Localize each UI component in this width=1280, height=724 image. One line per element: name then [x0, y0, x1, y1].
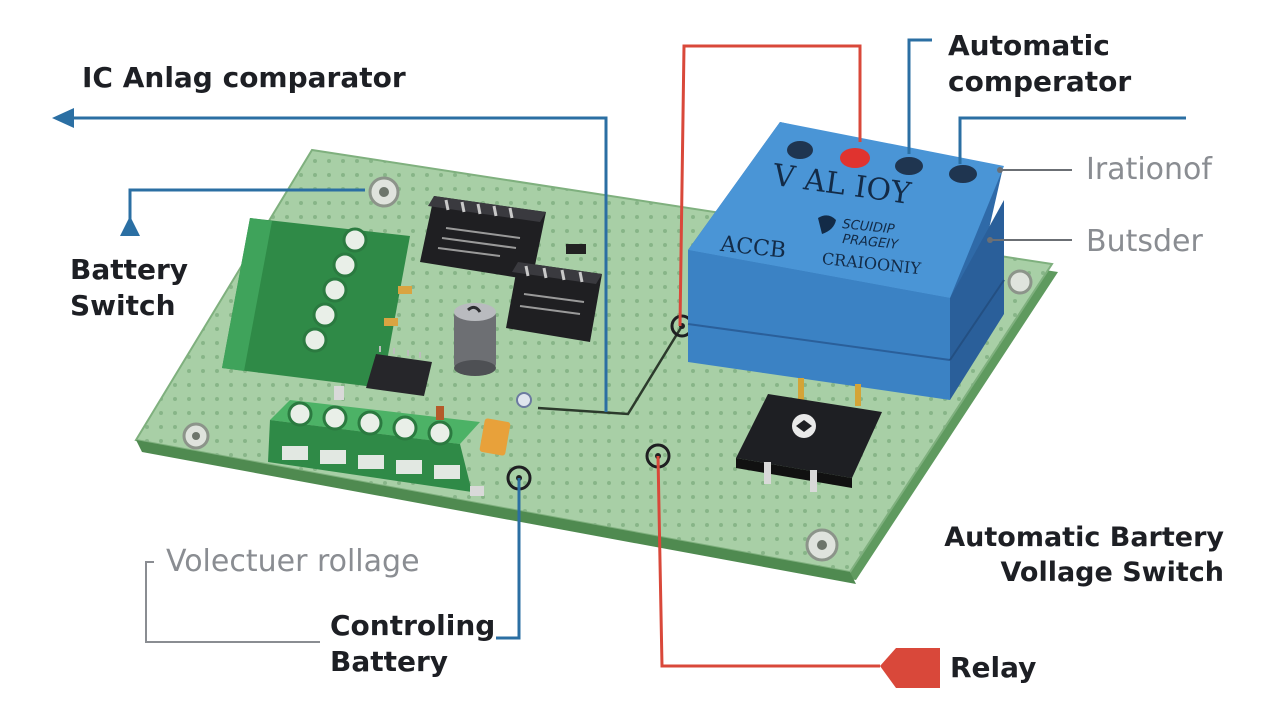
label-butsder: Butsder — [1086, 224, 1203, 259]
label-ic-analog-comparator: IC Anlag comparator — [82, 61, 406, 94]
callout-line — [145, 561, 320, 643]
callout-line — [907, 38, 932, 154]
terminal-block-bottom — [268, 400, 480, 492]
callout-line — [656, 455, 880, 668]
capacitor — [454, 303, 496, 376]
ic-chip — [420, 196, 546, 280]
relay-indicator-active — [840, 148, 870, 168]
relay-module: V AL IOY ACCB CRAIOONIY SCUIDIP PRAGEIY — [687, 122, 1005, 400]
terminal-block-left — [222, 218, 410, 388]
label-battery-switch: Battery Switch — [70, 253, 189, 323]
label-automatic-comperator: Automatic comperator — [948, 29, 1132, 99]
callout-line — [52, 108, 608, 412]
mounting-hole — [182, 422, 210, 450]
smd-component — [334, 244, 586, 496]
mounting-hole — [368, 176, 400, 208]
relay-indicator — [895, 157, 923, 175]
voltage-regulator — [736, 378, 882, 492]
callout-line — [958, 116, 1186, 164]
pcb-trace — [537, 325, 684, 416]
callout-line — [120, 188, 365, 236]
label-iration-of: Irationof — [1086, 152, 1212, 187]
callout-line — [997, 167, 1072, 173]
label-relay: Relay — [950, 651, 1037, 684]
callout-line — [496, 478, 521, 640]
smd-chip — [366, 346, 432, 396]
mounting-hole — [1007, 269, 1033, 295]
relay-badge-line2: PRAGEIY — [842, 232, 900, 253]
label-volectuer-rollage: Volectuer rollage — [166, 544, 420, 579]
relay-indicator — [787, 141, 813, 159]
relay-badge-line1: SCUIDIP — [842, 217, 896, 237]
relay-indicator — [949, 165, 977, 183]
callout-line — [987, 237, 1072, 243]
relay-logo-icon — [818, 215, 836, 234]
label-controling-battery: Controling Battery — [330, 609, 496, 679]
ic-chip — [506, 262, 602, 342]
callout-line — [678, 44, 862, 327]
relay-tag-icon — [880, 648, 940, 688]
mounting-hole — [805, 528, 839, 562]
label-automatic-battery-voltage-switch: Automatic Bartery Vollage Switch — [944, 522, 1224, 589]
